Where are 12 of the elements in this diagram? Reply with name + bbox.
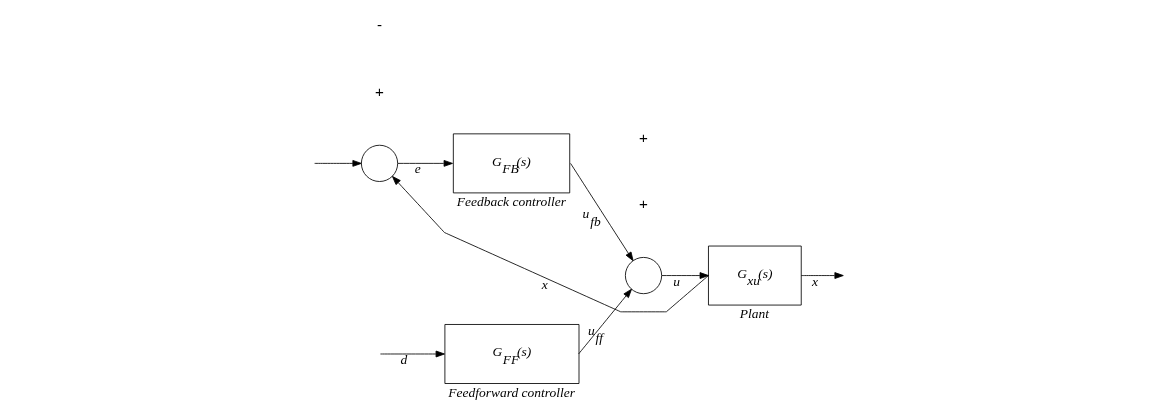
label: - [376, 16, 382, 34]
edge-label: u [672, 273, 680, 289]
node-label: Feedforward controller [447, 384, 575, 400]
edge-label: e [414, 161, 421, 177]
edge-label: x [541, 276, 548, 292]
edge-label: d [400, 351, 407, 367]
label: + [374, 83, 384, 101]
node-label: Plant [739, 306, 769, 322]
node-label: Feedback controller [456, 194, 566, 210]
edge-label: x [811, 273, 818, 289]
label: + [638, 128, 648, 146]
label: + [638, 195, 648, 213]
